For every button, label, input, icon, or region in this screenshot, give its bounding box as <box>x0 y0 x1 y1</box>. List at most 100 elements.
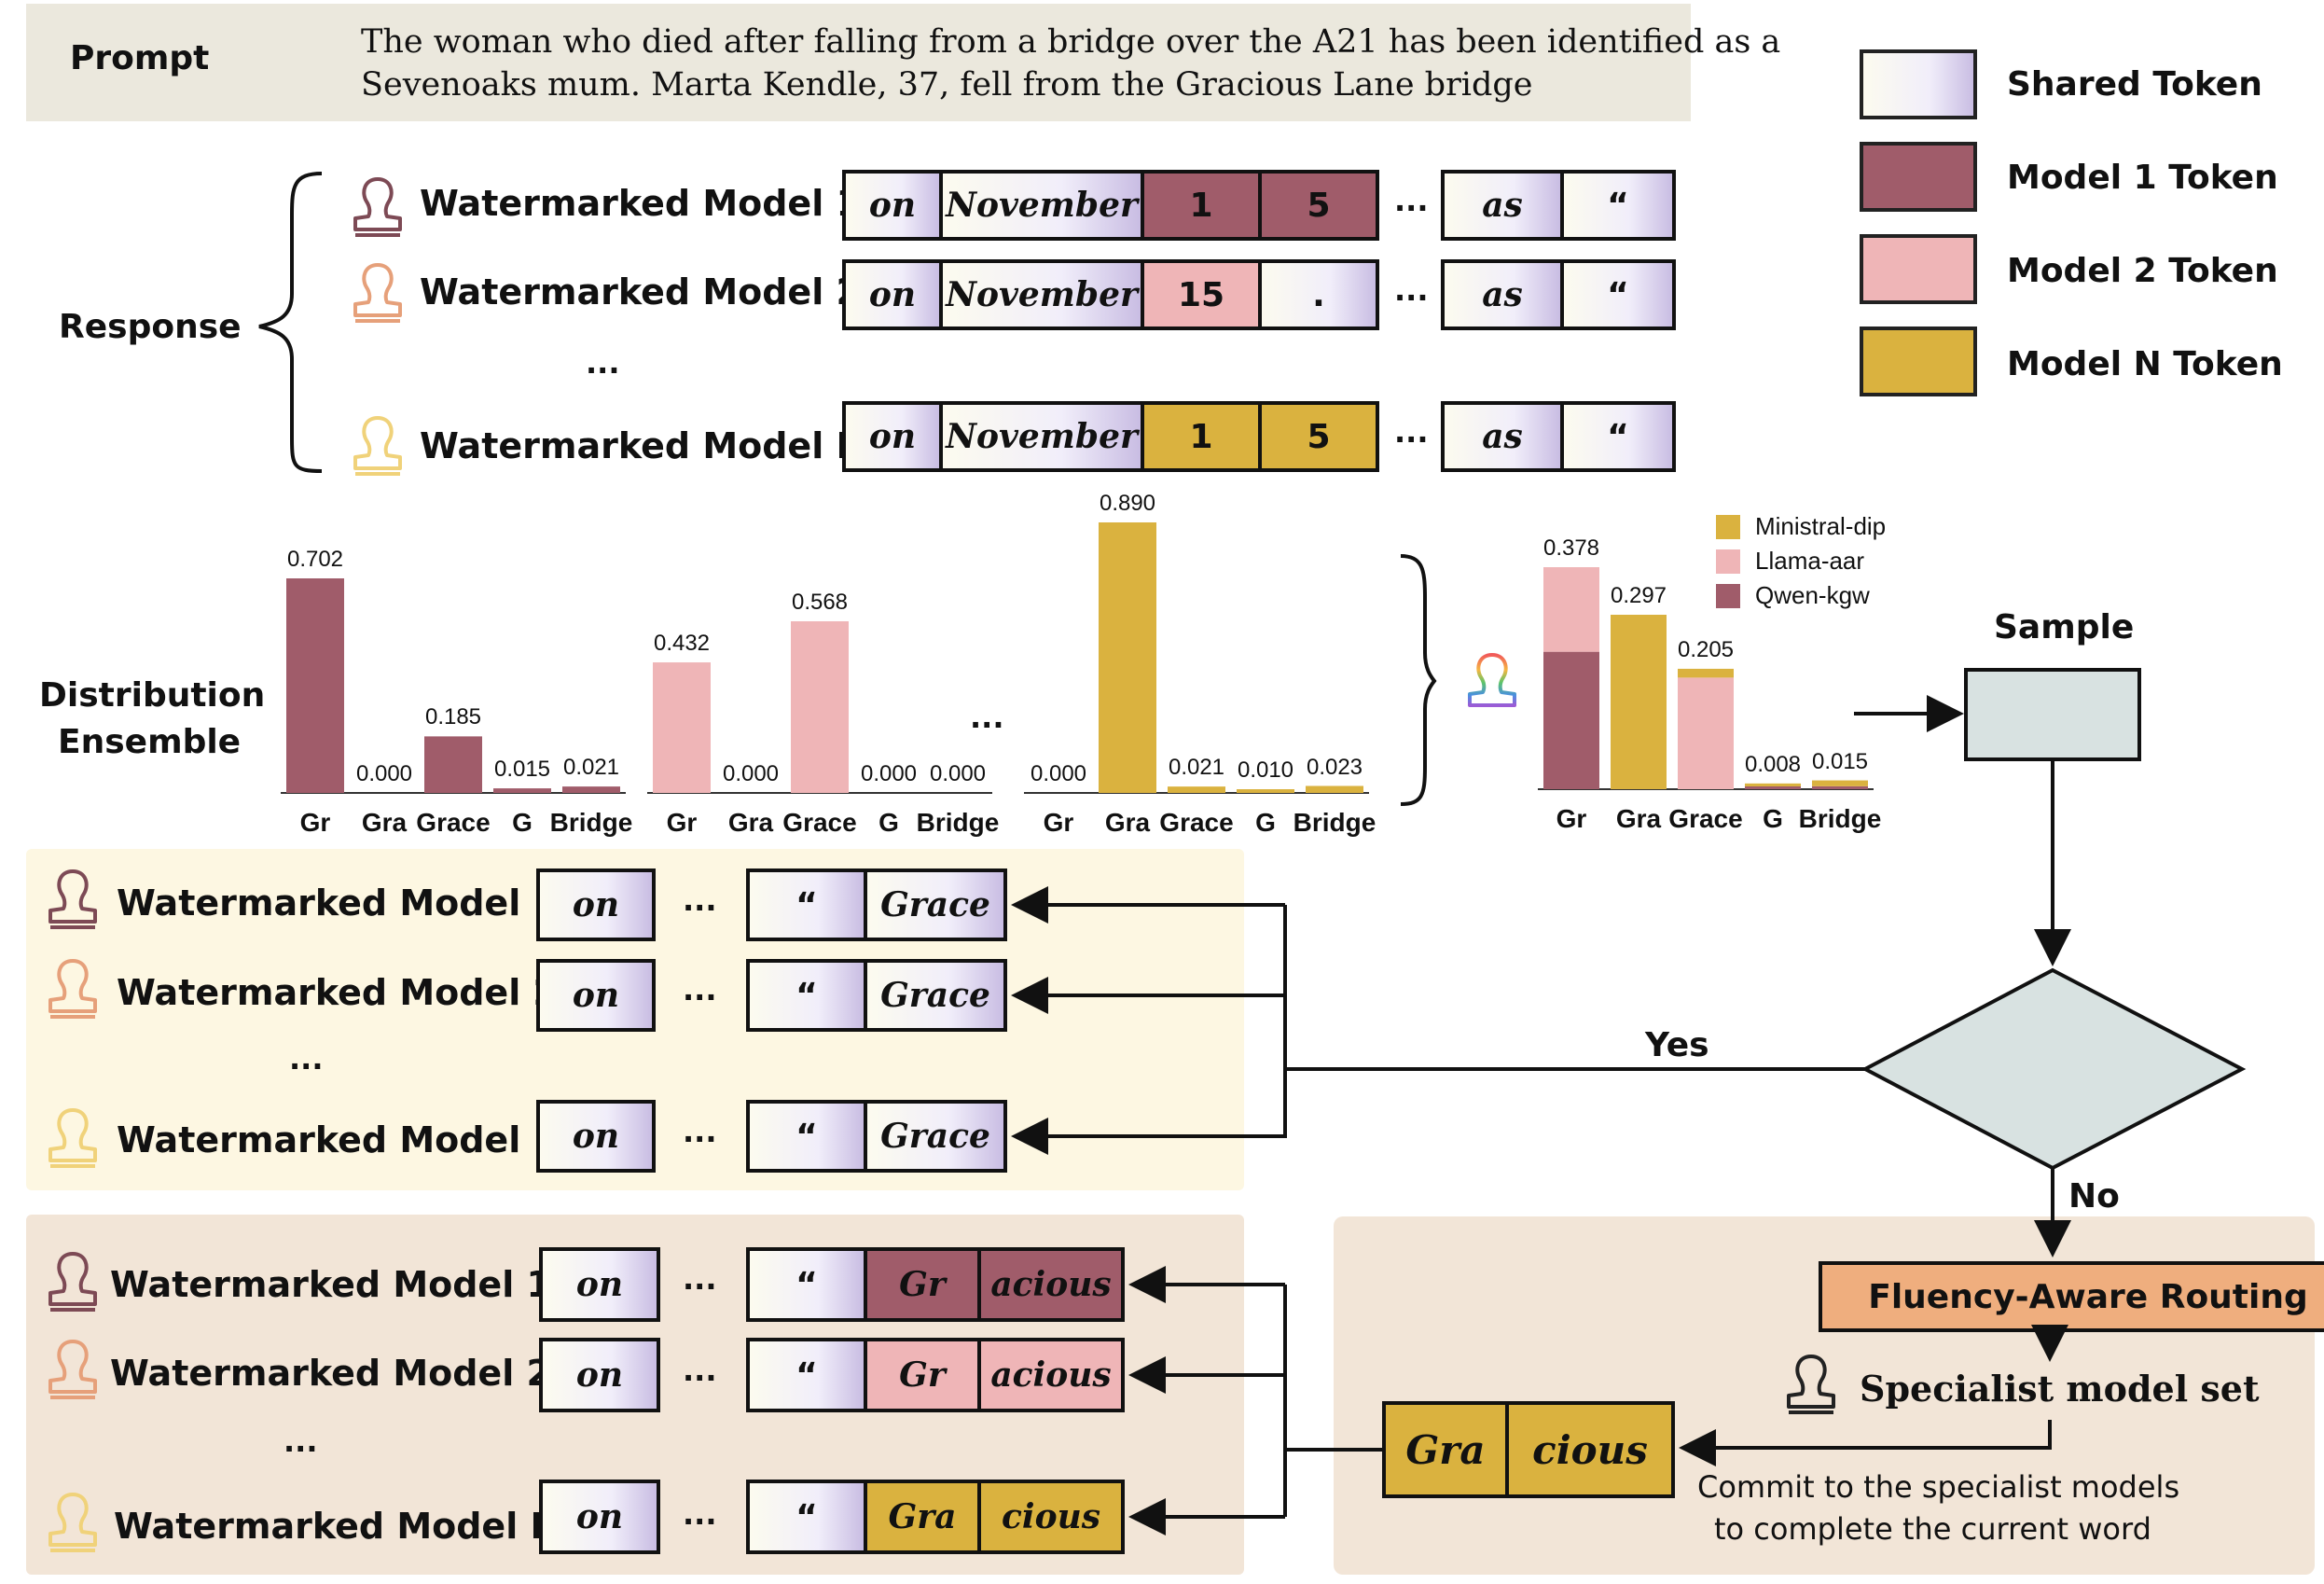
chart-4-bar-g-ministral-dip <box>1745 783 1801 786</box>
response-model1-ellipsis: ... <box>1394 183 1429 218</box>
chart-1-category-label: G <box>512 808 533 837</box>
stamp-icon-modelN <box>353 416 402 476</box>
response-model2-label: Watermarked Model 2 <box>420 271 861 313</box>
chart-4-value-label: 0.008 <box>1744 751 1802 777</box>
no-stamp-icon-model2 <box>48 1340 97 1399</box>
chart-4-category-label: Bridge <box>1798 804 1882 833</box>
ensemble-legend-label: Llama-aar <box>1755 547 1865 575</box>
yes-model2-token-quote: “ <box>746 959 867 1032</box>
chart-4-category-label: G <box>1763 804 1783 833</box>
chart-4-bar-grace-ministral-dip <box>1678 668 1734 678</box>
chart-4-bar-grace-llama-aar <box>1678 677 1734 789</box>
response-modelN-token-november: November <box>939 401 1144 472</box>
response-modelN-token-1: 1 <box>1141 401 1262 472</box>
prompt-text-line2: Sevenoaks mum. Marta Kendle, 37, fell fr… <box>361 66 1533 104</box>
ensemble-legend-swatch <box>1716 549 1740 574</box>
chart-2-value-label: 0.000 <box>929 761 987 786</box>
yes-stamp-icon-modelN <box>48 1108 97 1168</box>
no-modelN-ellipsis: ... <box>683 1496 717 1532</box>
no-stamp-icon-model1 <box>48 1252 97 1312</box>
yes-stamp-icon-model2 <box>48 959 97 1019</box>
response-model2-token-november: November <box>939 259 1144 330</box>
no-model2-label: Watermarked Model 2 <box>110 1353 551 1394</box>
response-model1-token-november: November <box>939 170 1144 241</box>
chart-3-category-label: Bridge <box>1293 808 1376 837</box>
response-model2-token-period: . <box>1258 259 1379 330</box>
chart-4-category-label: Grace <box>1668 804 1743 833</box>
chart-4-bar-gr-llama-aar <box>1543 567 1599 652</box>
chart-1-bar-grace <box>424 736 482 793</box>
no-model2-token-on: on <box>539 1338 660 1412</box>
chart-3-value-label: 0.023 <box>1306 754 1363 780</box>
yes-rows-ellipsis: ... <box>289 1041 324 1077</box>
ensemble-legend-label: Ministral-dip <box>1755 512 1887 540</box>
no-modelN-token-gra: Gra <box>864 1480 981 1554</box>
chart-3-value-label: 0.890 <box>1099 491 1156 516</box>
chart-1-value-label: 0.702 <box>286 547 344 572</box>
response-modelN-ellipsis: ... <box>1394 414 1429 450</box>
commit-text-line2: to complete the current word <box>1714 1511 2151 1547</box>
rainbow-stamp-icon <box>1468 653 1516 713</box>
chart-bars <box>281 522 1874 794</box>
specialist-model-set-label: Specialist model set <box>1860 1368 2260 1410</box>
no-modelN-label: Watermarked Model N <box>114 1506 560 1547</box>
yes-model1-token-grace: Grace <box>864 868 1007 941</box>
ensemble-brace-icon <box>1400 554 1437 806</box>
ensemble-legend-label: Qwen-kgw <box>1755 581 1870 609</box>
chart-3-bar-g <box>1237 789 1294 793</box>
response-modelN-token-on: on <box>842 401 943 472</box>
response-modelN-label: Watermarked Model N <box>420 425 866 466</box>
yes-model1-ellipsis: ... <box>683 882 717 918</box>
chart-4-bar-gr-qwen-kgw <box>1543 651 1599 789</box>
yes-modelN-token-grace: Grace <box>864 1100 1007 1173</box>
yes-model2-ellipsis: ... <box>683 972 717 1007</box>
no-model2-ellipsis: ... <box>683 1353 717 1388</box>
no-model1-label: Watermarked Model 1 <box>110 1264 551 1305</box>
yes-model1-token-on: on <box>536 868 656 941</box>
chart-4-value-label: 0.378 <box>1542 535 1600 561</box>
chart-2-bar-grace <box>791 621 849 793</box>
no-model2-token-gr: Gr <box>864 1338 981 1412</box>
chart-3-value-label: 0.000 <box>1030 761 1087 786</box>
no-modelN-token-cious: cious <box>977 1480 1125 1554</box>
chart-1-value-label: 0.021 <box>562 755 620 781</box>
chart-3-value-label: 0.010 <box>1237 757 1294 783</box>
ensemble-charts-ellipsis: ... <box>970 700 1004 735</box>
chart-2-value-label: 0.000 <box>722 761 780 786</box>
chart-1-value-label: 0.185 <box>424 704 482 730</box>
yes-modelN-token-on: on <box>536 1100 656 1173</box>
yes-label: Yes <box>1645 1026 1709 1064</box>
chart-2-category-label: Bridge <box>916 808 1000 837</box>
response-model1-token-on: on <box>842 170 943 241</box>
legend-swatch-model2 <box>1860 234 1977 304</box>
legend-label-modelN: Model N Token <box>2007 345 2283 383</box>
legend-label-model2: Model 2 Token <box>2007 252 2278 290</box>
chart-4-category-label: Gra <box>1615 804 1662 833</box>
yes-model2-token-grace: Grace <box>864 959 1007 1032</box>
decision-diamond <box>1861 967 2247 1171</box>
yes-model2-token-on: on <box>536 959 656 1032</box>
chart-1-bar-bridge <box>562 786 620 793</box>
chart-1-category-label: Bridge <box>549 808 633 837</box>
no-model1-token-on: on <box>539 1247 660 1322</box>
no-label: No <box>2068 1177 2120 1216</box>
sample-label: Sample <box>1994 608 2135 646</box>
no-modelN-token-on: on <box>539 1480 660 1554</box>
chart-3-bar-bridge <box>1306 785 1363 793</box>
chart-3-value-label: 0.021 <box>1168 755 1225 781</box>
chart-4-value-label: 0.015 <box>1811 748 1869 774</box>
fluency-aware-routing-box: Fluency-Aware Routing <box>1819 1261 2324 1332</box>
ensemble-legend-swatch <box>1716 515 1740 539</box>
chart-1-bar-g <box>493 788 551 793</box>
chart-1-category-label: Grace <box>416 808 491 837</box>
chart-2-bar-gr <box>653 662 711 793</box>
stamp-icon-model1 <box>353 177 402 237</box>
chart-4-value-label: 0.205 <box>1677 636 1735 662</box>
no-model1-token-gr: Gr <box>864 1247 981 1322</box>
yes-model2-label: Watermarked Model 2 <box>117 972 558 1013</box>
no-model2-token-acious: acious <box>977 1338 1125 1412</box>
chart-4-bar-bridge-ministral-dip <box>1812 780 1868 786</box>
chart-4-category-label: Gr <box>1556 804 1587 833</box>
stamp-icon-model2 <box>353 263 402 323</box>
